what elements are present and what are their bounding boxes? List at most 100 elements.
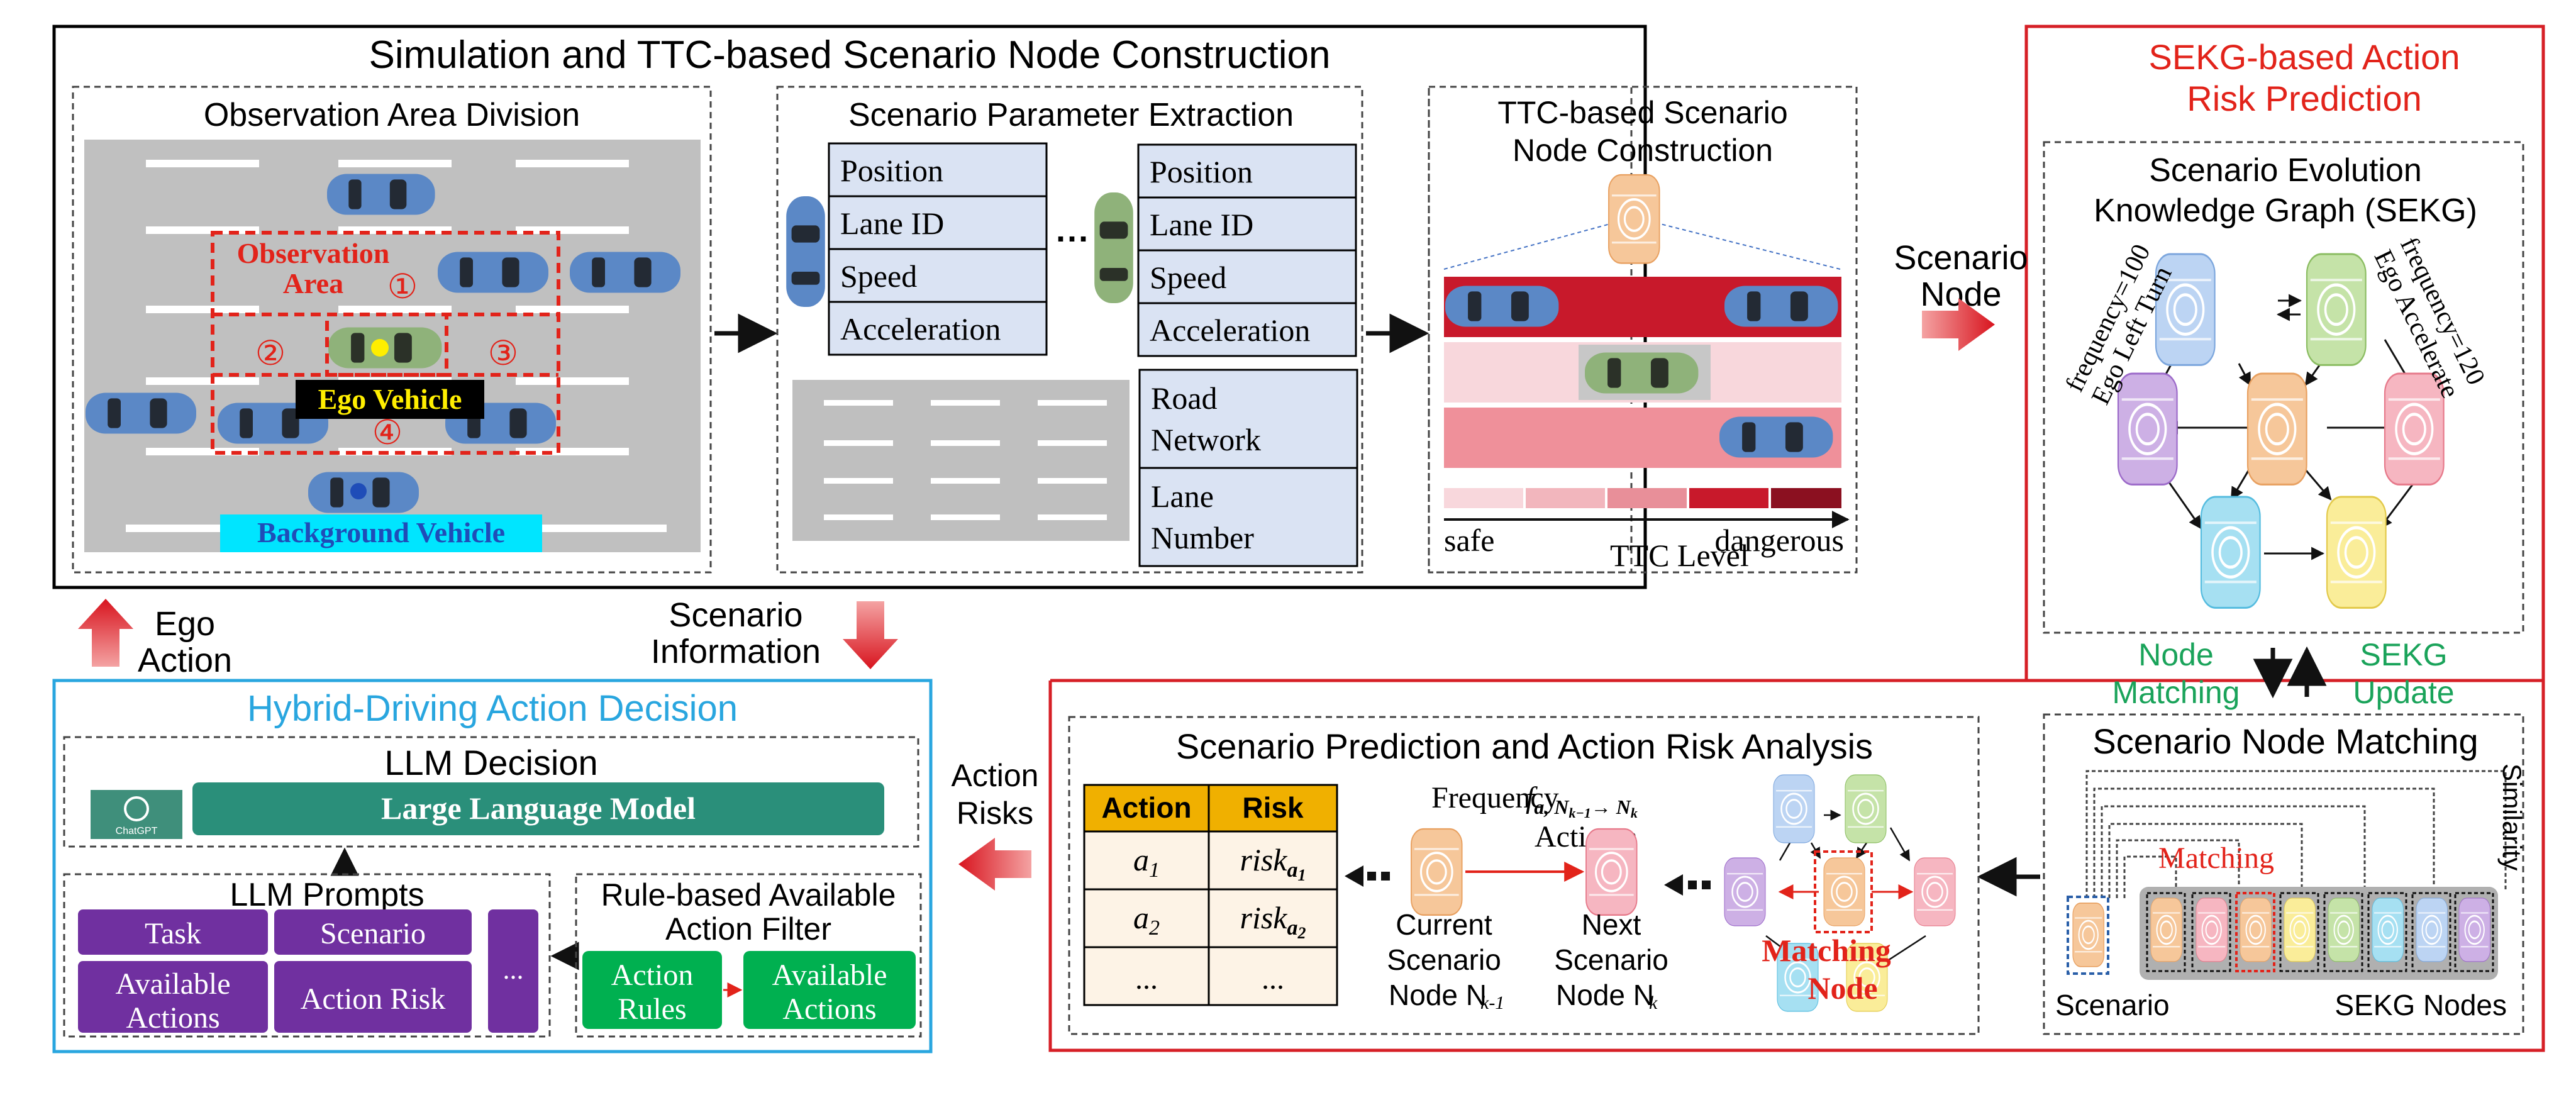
sekg-graph-title-1: Scenario Evolution	[2149, 152, 2422, 189]
ttc-dangerous-label: dangerous	[1715, 523, 1845, 558]
sekg-node-green	[2307, 254, 2366, 365]
observation-panel	[72, 86, 712, 574]
prompt-action-risk	[274, 961, 472, 1033]
observation-area-label-1: Observation	[237, 237, 390, 269]
prompt-scenario-label: Scenario	[320, 917, 426, 950]
background-marker-icon	[350, 483, 367, 499]
matching-node-label-1: Matching	[1762, 933, 1891, 968]
prompt-action-risk-label: Action Risk	[301, 982, 446, 1016]
arrow-ego-action	[78, 599, 133, 667]
params-right-table: Position Lane ID Speed Acceleration	[1137, 143, 1357, 357]
chatgpt-logo-text: ChatGPT	[116, 826, 158, 836]
sekg-node-yellow	[2327, 497, 2386, 608]
sekg-node-strip-items	[2146, 892, 2494, 972]
scenario-query-node	[2072, 902, 2105, 968]
action-risk-table	[1083, 784, 1338, 1006]
ttc-level-label: TTC Level	[1610, 538, 1749, 573]
matching-label: Matching	[2158, 842, 2274, 875]
next-label-3: Node N	[1556, 979, 1654, 1011]
llm-decision-panel	[63, 736, 919, 848]
params-dots: ···	[1056, 220, 1090, 258]
sekg-update-label-2: Update	[2353, 675, 2454, 710]
sekg-node-purple	[2118, 374, 2177, 484]
scenario-query-box	[2067, 896, 2109, 975]
next-subscript: k	[1649, 992, 1658, 1013]
next-label-1: Next	[1582, 908, 1641, 941]
ego-action-label-1: Ego	[155, 605, 215, 643]
similarity-label: Similarity	[2497, 764, 2527, 870]
road-table: Road Lane	[1138, 369, 1358, 567]
params-green-car	[1094, 192, 1133, 303]
prediction-title: Scenario Prediction and Action Risk Anal…	[1176, 726, 1873, 766]
dotted-arrow-to-table	[1345, 865, 1390, 887]
ttc-safe-label: safe	[1444, 523, 1495, 558]
prompt-task	[78, 909, 268, 955]
left-row-accel: Acceleration	[840, 311, 1001, 347]
ttc-scenario-node-icon	[1607, 174, 1661, 265]
ego-marker-icon	[371, 339, 389, 357]
ego-region-box	[325, 313, 448, 377]
table-risk-more: ...	[1262, 962, 1284, 996]
ego-vehicle-label: Ego Vehicle	[318, 383, 462, 415]
vehicle-1	[327, 174, 435, 215]
chatgpt-logo-icon	[124, 796, 149, 821]
observation-area-box	[211, 231, 560, 455]
filter-panel	[575, 873, 922, 1038]
prompt-more-label: ...	[503, 954, 524, 985]
road-thumb-markings	[824, 400, 1107, 520]
current-label-2: Scenario	[1387, 943, 1501, 976]
region-1-label: ①	[387, 268, 418, 306]
scenario-node-label-1: Scenario	[1894, 239, 2028, 277]
region-4-label: ④	[372, 414, 402, 452]
current-label-3: Node N	[1389, 979, 1487, 1011]
node-matching-label-2: Matching	[2112, 675, 2240, 710]
current-label-1: Current	[1396, 908, 1492, 941]
prompt-available-label-2: Actions	[126, 1001, 219, 1035]
sekg-node-orange	[2248, 374, 2307, 484]
arrow-scenario-node	[1922, 298, 1995, 351]
ttc-car-1	[1445, 286, 1559, 327]
region-3-label: ③	[488, 335, 518, 372]
ttc-zoom-line-left	[1443, 223, 1611, 270]
similarity-lines	[2085, 770, 2507, 898]
sekg-node-cyan	[2201, 497, 2260, 608]
ttc-ego-car	[1585, 352, 1699, 394]
ttc-title-2: Node Construction	[1513, 133, 1773, 168]
prompts-title: LLM Prompts	[230, 877, 424, 913]
available-actions-label-2: Actions	[782, 992, 876, 1026]
table-header-risk: Risk	[1242, 791, 1304, 824]
frequency-label: Frequency	[1431, 781, 1559, 814]
table-action-more: ...	[1135, 962, 1158, 996]
ttc-car-2	[1724, 286, 1838, 327]
node-matching-label-1: Node	[2138, 637, 2214, 672]
action-rules-label-1: Action	[611, 959, 694, 992]
params-panel	[776, 86, 1363, 574]
scenario-label: Scenario	[2055, 989, 2170, 1021]
action-rules-box	[582, 951, 722, 1029]
dotted-arrow-to-next	[1664, 874, 1711, 896]
ttc-level-scale	[1444, 488, 1841, 508]
sekg-title-1: SEKG-based Action	[2149, 37, 2460, 77]
prompt-more	[488, 909, 538, 1033]
vehicle-3	[570, 252, 680, 293]
ttc-zoom-line-right	[1660, 223, 1841, 270]
sekg-graph-panel	[2043, 141, 2524, 634]
prompts-panel	[63, 873, 551, 1038]
prompt-available-label-1: Available	[115, 967, 230, 1001]
table-risk-a1: riska1	[1240, 842, 1306, 884]
top-panel-title: Simulation and TTC-based Scenario Node C…	[369, 33, 1331, 77]
action-risks-label-1: Action	[952, 758, 1039, 793]
observation-area-label-2: Area	[283, 267, 343, 299]
available-actions-box	[743, 951, 916, 1029]
prompt-scenario	[274, 909, 472, 955]
region-2-label: ②	[255, 335, 286, 372]
left-row-speed: Speed	[840, 258, 917, 294]
llm-bar-label: Large Language Model	[381, 791, 696, 826]
next-label-2: Scenario	[1554, 943, 1668, 976]
sekg-right-rot-label: frequency=120 Ego Accelerate	[2368, 233, 2490, 403]
sekg-graph-title-2: Knowledge Graph (SEKG)	[2094, 192, 2477, 229]
vehicle-4	[86, 392, 196, 434]
table-header-action: Action	[1101, 791, 1191, 824]
filter-title-2: Action Filter	[665, 911, 831, 947]
